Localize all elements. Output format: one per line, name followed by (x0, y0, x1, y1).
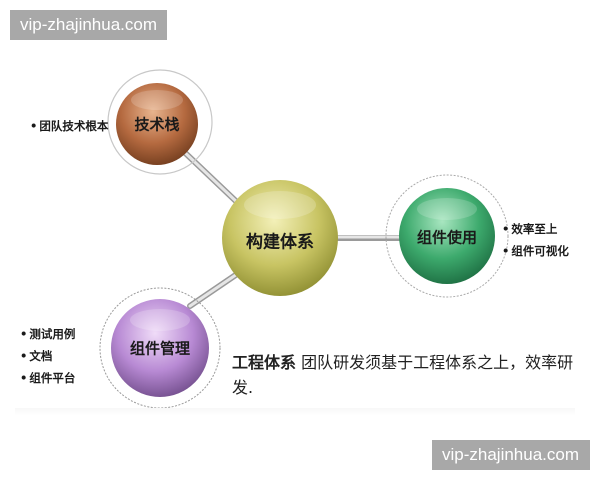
bullets-component-mgmt: 测试用例 文档 组件平台 (20, 323, 75, 389)
description: 工程体系 团队研发须基于工程体系之上，效率研发. (232, 350, 592, 400)
node-label-tech-stack: 技术栈 (134, 115, 180, 134)
watermark-bottom: vip-zhajinhua.com (432, 440, 590, 470)
node-label-component-mgmt: 组件管理 (129, 339, 191, 358)
sphere-component-mgmt (111, 299, 209, 397)
floor-shadow (15, 408, 575, 416)
bullet-item: 效率至上 (502, 218, 569, 240)
sphere-component-use (399, 188, 495, 284)
bullets-tech-stack: 团队技术根本 (30, 115, 108, 137)
node-label-component-use: 组件使用 (416, 228, 478, 247)
bullet-item: 文档 (20, 345, 75, 367)
description-title: 工程体系 (232, 353, 297, 372)
bullet-item: 团队技术根本 (30, 115, 108, 137)
sphere-center (222, 180, 338, 296)
node-label-center: 构建体系 (246, 232, 314, 253)
bullet-item: 组件可视化 (502, 240, 569, 262)
watermark-top: vip-zhajinhua.com (10, 10, 167, 40)
sphere-tech-stack (116, 83, 198, 165)
bullet-item: 测试用例 (20, 323, 75, 345)
ring-component-mgmt (99, 287, 221, 409)
description-text: 团队研发须基于工程体系之上，效率研发. (232, 353, 574, 397)
bullet-item: 组件平台 (20, 367, 75, 389)
bullets-component-use: 效率至上 组件可视化 (502, 218, 569, 262)
